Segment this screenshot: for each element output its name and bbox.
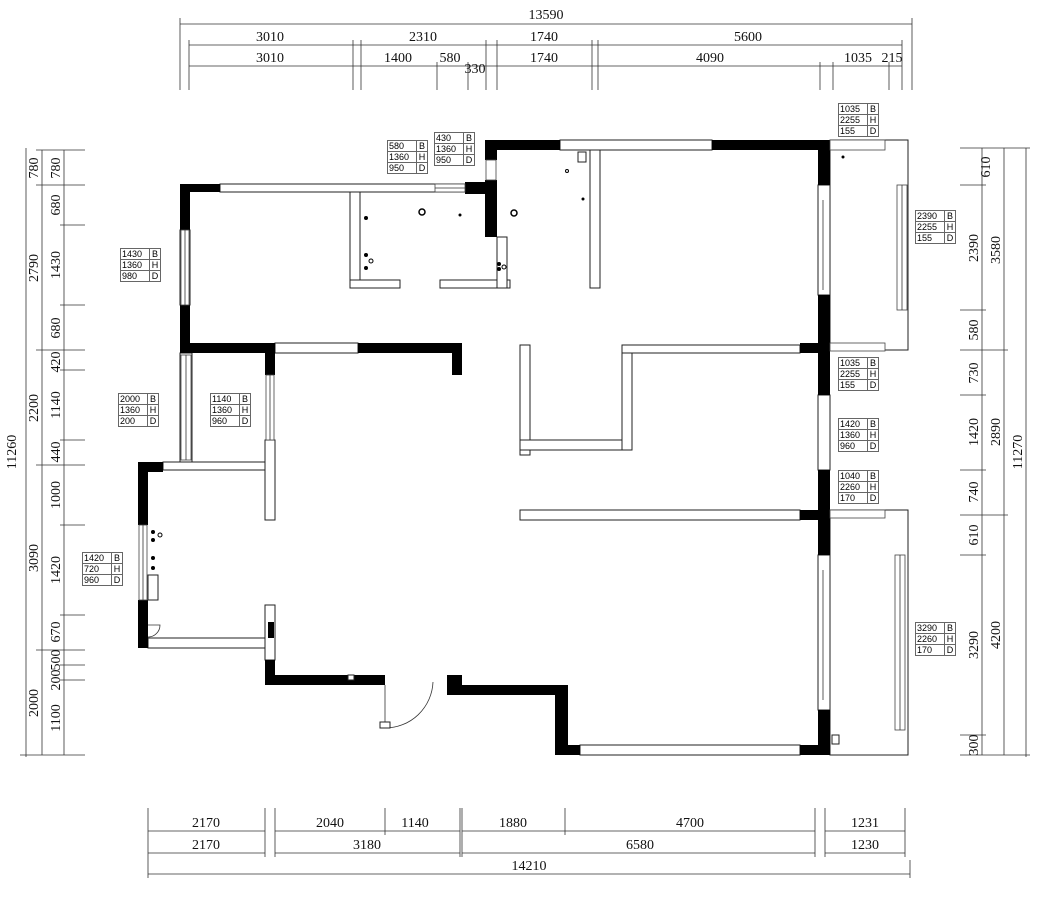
dim-top-r2: 3010 xyxy=(256,51,284,66)
bottom-dimensions: 2170 2040 1140 1880 4700 1231 2170 3180 … xyxy=(147,808,911,878)
dim-left-r2: 500 xyxy=(49,650,64,671)
dim-top-r1: 5600 xyxy=(734,30,762,45)
dim-top-r1: 3010 xyxy=(256,30,284,45)
dim-left-r1: 780 xyxy=(27,158,42,179)
dim-left-r1: 3090 xyxy=(27,544,42,572)
dim-bottom-r2: 3180 xyxy=(353,838,381,853)
dim-left-r2: 1140 xyxy=(49,391,64,418)
dim-left-total: 11260 xyxy=(5,435,20,469)
dim-left-r1: 2000 xyxy=(27,689,42,717)
dim-top-r1: 2310 xyxy=(409,30,437,45)
dim-bottom-r1: 4700 xyxy=(676,816,704,831)
dim-right-r2: 300 xyxy=(967,735,982,756)
dim-left-r1: 2790 xyxy=(27,254,42,282)
dim-left-r2: 1430 xyxy=(49,251,64,279)
dim-bottom-r2: 2170 xyxy=(192,838,220,853)
dim-left-r2: 1000 xyxy=(49,481,64,509)
left-dimensions: 11260 780 2790 2200 3090 2000 780 680 14… xyxy=(5,148,85,757)
dim-bottom-r2: 1230 xyxy=(851,838,879,853)
dim-right-total: 11270 xyxy=(1011,435,1026,469)
dim-bottom-total: 14210 xyxy=(512,859,547,874)
dim-left-r2: 780 xyxy=(49,158,64,179)
dim-left-r1: 2200 xyxy=(27,394,42,422)
dim-right-r2: 1420 xyxy=(967,418,982,446)
dim-top-total: 13590 xyxy=(529,8,564,23)
dim-right-r2: 2390 xyxy=(967,234,982,262)
dim-top-r2: 4090 xyxy=(696,51,724,66)
dim-right-r1: 2890 xyxy=(989,418,1004,446)
dim-left-r2: 200 xyxy=(49,670,64,691)
dim-bottom-r2: 6580 xyxy=(626,838,654,853)
dim-left-r2: 420 xyxy=(49,352,64,373)
dim-bottom-r1: 2040 xyxy=(316,816,344,831)
dim-right-r1: 4200 xyxy=(989,621,1004,649)
fixtures xyxy=(147,151,845,745)
dim-bottom-r1: 2170 xyxy=(192,816,220,831)
dim-left-r2: 1420 xyxy=(49,556,64,584)
dim-top-r2: 215 xyxy=(882,51,903,66)
dim-left-r2: 670 xyxy=(49,622,64,643)
dim-left-r2: 1100 xyxy=(49,704,64,731)
dim-left-r2: 680 xyxy=(49,195,64,216)
top-dimensions: 13590 3010 2310 1740 5600 3010 1400 580 … xyxy=(179,8,913,90)
entrance-door xyxy=(379,681,434,729)
windows xyxy=(138,139,908,731)
walls xyxy=(138,139,909,756)
dim-bottom-r1: 1140 xyxy=(401,816,428,831)
dim-bottom-r1: 1231 xyxy=(851,816,879,831)
dim-right-r2: 610 xyxy=(979,157,994,178)
dim-left-r2: 680 xyxy=(49,318,64,339)
dim-right-r2: 610 xyxy=(967,525,982,546)
dim-bottom-r1: 1880 xyxy=(499,816,527,831)
dim-top-r2: 580 xyxy=(440,51,461,66)
dim-left-r2: 440 xyxy=(49,442,64,463)
dim-right-r2: 580 xyxy=(967,320,982,341)
dim-right-r1: 3580 xyxy=(989,236,1004,264)
dim-top-r2: 1740 xyxy=(530,51,558,66)
dim-right-r2: 740 xyxy=(967,482,982,503)
dim-right-r2: 3290 xyxy=(967,631,982,659)
dim-right-r2: 730 xyxy=(967,363,982,384)
dim-top-r2: 330 xyxy=(465,62,486,77)
right-dimensions: 610 2390 580 730 1420 740 610 3290 300 3… xyxy=(960,147,1030,757)
dim-top-r1: 1740 xyxy=(530,30,558,45)
dim-top-r2: 1035 xyxy=(844,51,872,66)
dim-top-r2: 1400 xyxy=(384,51,412,66)
